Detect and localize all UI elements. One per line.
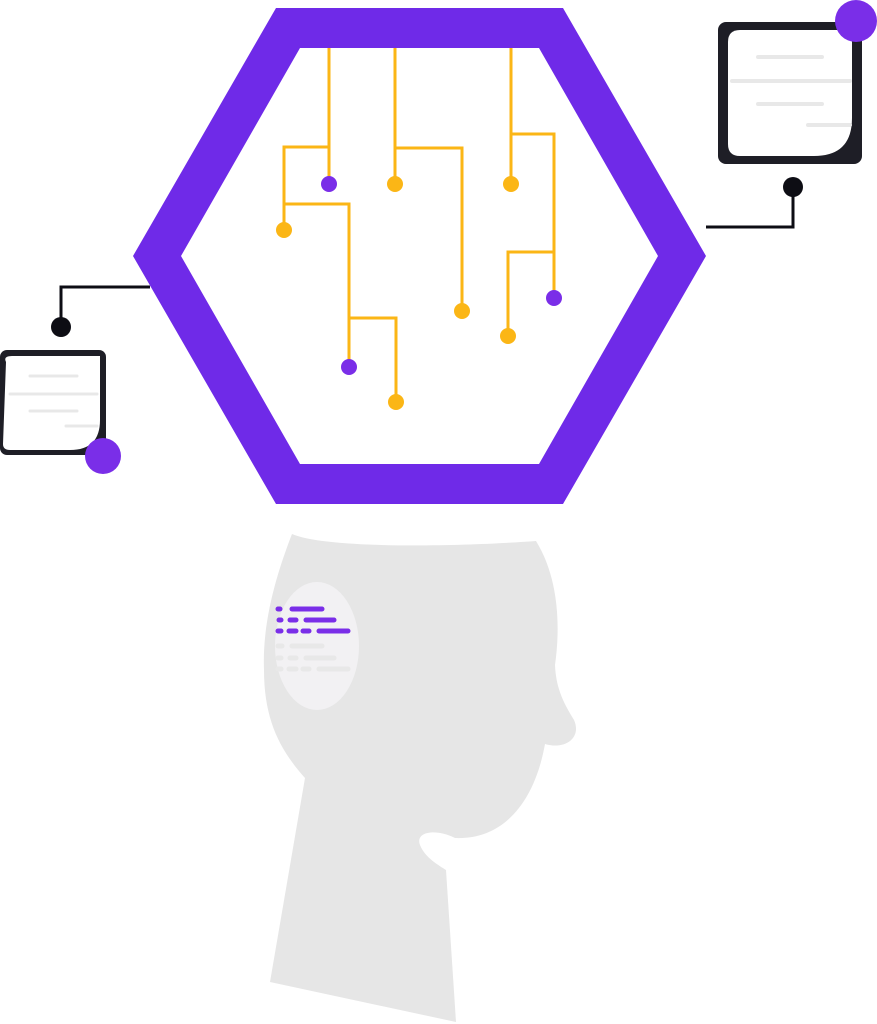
head-silhouette-icon xyxy=(263,534,577,1022)
document-card-icon xyxy=(0,285,150,474)
hexagon-chip-icon xyxy=(133,8,706,504)
circuit-traces xyxy=(282,48,556,402)
code-lines xyxy=(275,606,351,634)
circuit-nodes xyxy=(276,176,562,410)
document-card-icon xyxy=(706,0,877,229)
